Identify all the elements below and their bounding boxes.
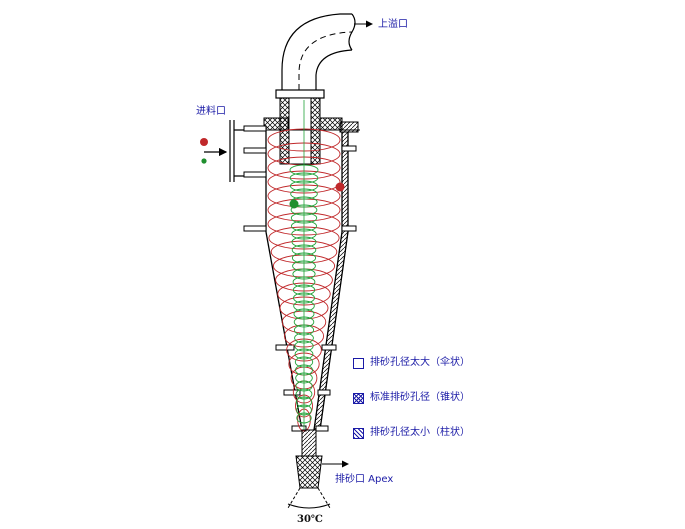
blank-pattern-icon xyxy=(353,357,364,369)
hatch-pattern-icon xyxy=(353,427,364,439)
overflow-label: 上溢口 xyxy=(378,19,408,30)
top-cover xyxy=(258,117,360,133)
body-flanges xyxy=(243,125,357,432)
vortex-finder xyxy=(279,97,321,165)
light-particle-icon xyxy=(289,199,299,209)
underflow-label: 排砂口 Apex xyxy=(335,474,394,485)
crosshatch-pattern-icon xyxy=(353,392,364,404)
legend-item: 排砂孔径太小（柱状） xyxy=(353,427,470,439)
feed-label: 进料口 xyxy=(196,106,226,117)
legend-text: 排砂孔径太大（伞状） xyxy=(370,357,470,368)
overflow-pipe xyxy=(275,13,356,99)
legend-item: 排砂孔径太大（伞状） xyxy=(353,357,470,369)
legend-text: 标准排砂孔径（锥状） xyxy=(370,392,470,403)
cone-angle-label: 30℃ xyxy=(297,514,323,525)
body-wall-liner xyxy=(313,131,349,431)
inner-vortex xyxy=(289,100,319,430)
legend-text: 排砂孔径太小（柱状） xyxy=(370,427,470,438)
heavy-particle-icon xyxy=(335,182,345,192)
apex-spigot xyxy=(287,429,349,509)
legend-item: 标准排砂孔径（锥状） xyxy=(353,392,470,404)
light-particle-icon xyxy=(201,158,207,164)
heavy-particle-icon xyxy=(200,138,208,146)
